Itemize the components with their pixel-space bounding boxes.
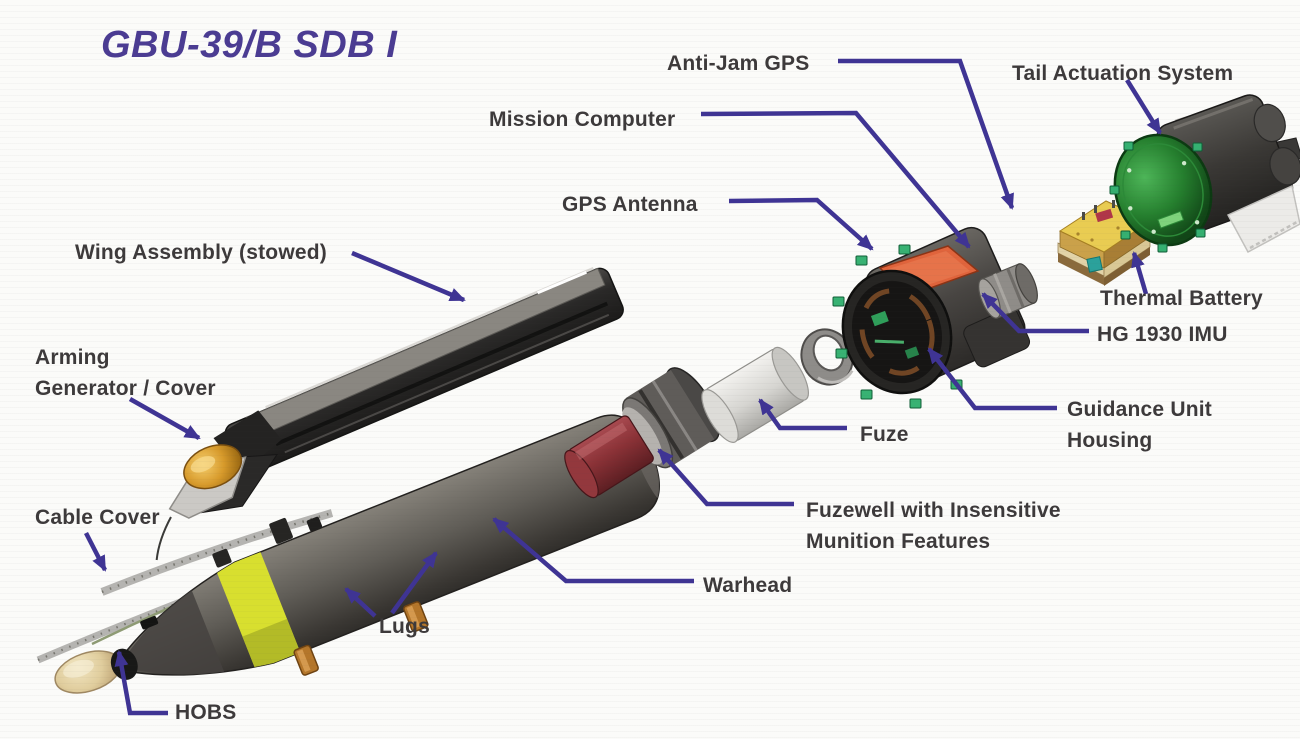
- arrow-thermal-battery: [1131, 251, 1149, 295]
- retaining-ring-graphic: [800, 328, 854, 386]
- arrow-tail-actuation: [1125, 78, 1162, 135]
- label-hg-1930-imu: HG 1930 IMU: [1097, 323, 1228, 346]
- label-wing-assembly: Wing Assembly (stowed): [75, 241, 327, 264]
- label-arming-generator: Arming Generator / Cover: [35, 346, 216, 401]
- tail-green-face: [1113, 133, 1213, 247]
- arrow-anti-jam-gps: [838, 58, 1015, 210]
- label-guidance-unit: Guidance Unit Housing: [1067, 398, 1212, 453]
- page-title: GBU-39/B SDB I: [101, 24, 398, 66]
- lug-graphic: [403, 601, 429, 633]
- arming-generator-dome: [183, 444, 243, 490]
- label-tail-actuation: Tail Actuation System: [1012, 62, 1234, 85]
- label-gps-antenna: GPS Antenna: [562, 193, 698, 216]
- wing-assembly-graphic: [155, 267, 624, 561]
- lug-graphic: [293, 644, 319, 676]
- label-anti-jam-gps: Anti-Jam GPS: [667, 52, 810, 75]
- arrow-warhead: [492, 517, 694, 584]
- arrow-gps-antenna: [728, 197, 874, 251]
- arrow-hobs: [114, 650, 168, 716]
- tail-actuation-graphic: [1109, 94, 1300, 254]
- label-mission-computer: Mission Computer: [489, 108, 676, 131]
- label-thermal-battery: Thermal Battery: [1100, 287, 1263, 310]
- label-cable-cover: Cable Cover: [35, 506, 160, 529]
- arrow-fuze: [758, 398, 847, 431]
- label-fuzewell: Fuzewell with Insensitive Munition Featu…: [806, 499, 1061, 554]
- fuzewell-graphic: [564, 367, 720, 499]
- label-hobs: HOBS: [175, 701, 237, 724]
- arrow-arming-generator: [128, 397, 201, 440]
- arrow-hg-imu: [981, 292, 1089, 334]
- arrow-lugs-right: [390, 551, 438, 615]
- arrow-wing-assembly: [351, 250, 466, 303]
- fuze-graphic: [701, 346, 809, 443]
- arrow-guidance-housing: [927, 347, 1057, 411]
- guidance-housing-graphic: [832, 226, 1031, 409]
- warhead-graphic: [110, 409, 668, 680]
- housing-rim-clips: [832, 244, 963, 409]
- arrow-mission-computer: [700, 110, 971, 249]
- arrow-lugs-left: [344, 587, 377, 618]
- label-lugs: Lugs: [379, 615, 430, 638]
- arrow-fuzewell: [657, 448, 794, 507]
- arrow-cable-cover: [83, 531, 108, 572]
- leader-arrows: [83, 58, 1162, 716]
- tail-fin-white-lower: [1226, 184, 1300, 254]
- label-fuze: Fuze: [860, 423, 909, 446]
- label-warhead: Warhead: [703, 574, 793, 597]
- tail-rim-clips: [1109, 141, 1206, 253]
